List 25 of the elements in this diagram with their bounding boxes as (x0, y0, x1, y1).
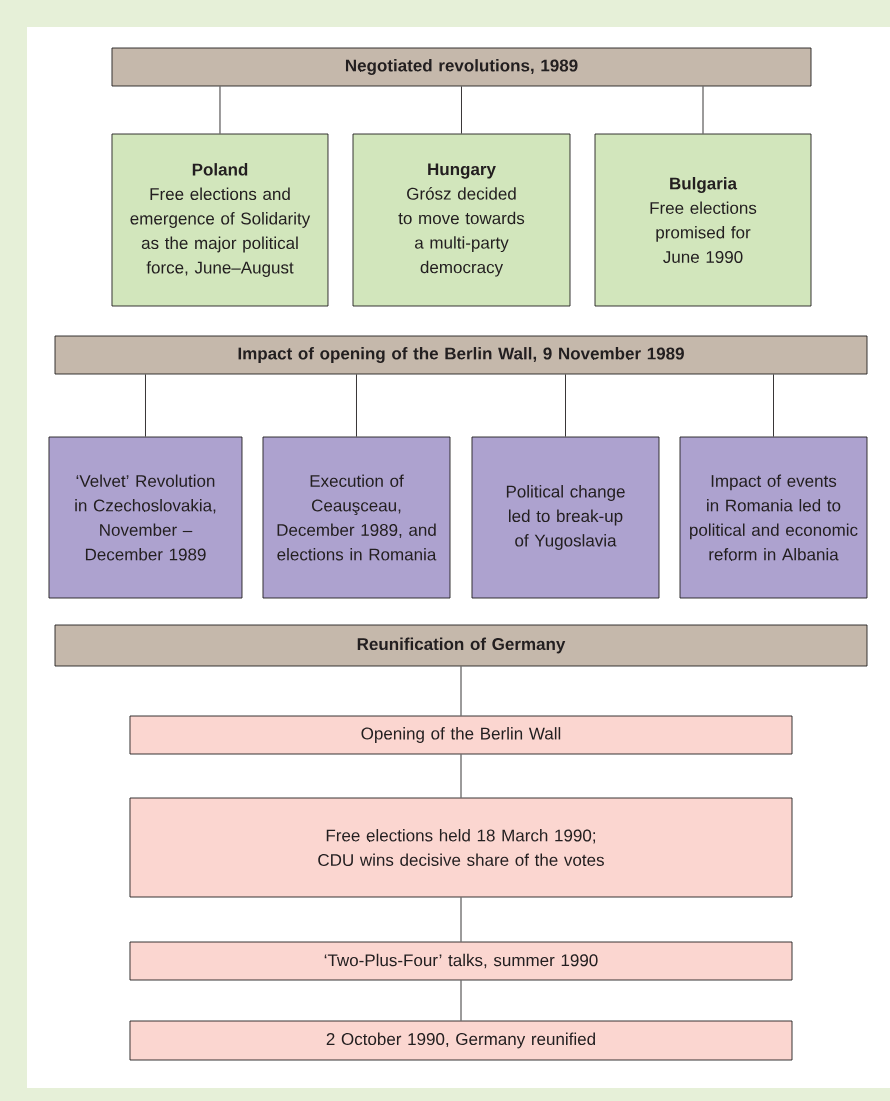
heading-bar: Reunification of Germany (54, 624, 868, 667)
connector-line (460, 897, 462, 942)
event-box: Bulgaria Free elections promised for June 1990 (594, 133, 812, 307)
timeline-box: 2 October 1990, Germany reunified (129, 1020, 793, 1061)
connector-line (565, 374, 566, 437)
event-box: Hungary Grósz decided to move towards a multi-party democracy (352, 133, 571, 307)
connector-line (460, 666, 462, 716)
connector-line (702, 86, 704, 134)
heading-bar: Negotiated revolutions, 1989 (111, 47, 812, 87)
heading-bar: Impact of opening of the Berlin Wall, 9 November 1989 (54, 335, 868, 375)
event-box: Impact of events in Romania led to political and economic reform in Albania (679, 436, 868, 599)
connector-line (773, 374, 774, 437)
event-box: Execution of Ceauşceau, December 1989, and elections in Romania (262, 436, 451, 599)
connector-line (356, 374, 357, 437)
event-box: Poland Free elections and emergence of Solidarity as the major political force, June–August (111, 133, 329, 307)
timeline-box: ‘Two-Plus-Four’ talks, summer 1990 (129, 941, 793, 981)
connector-line (460, 754, 462, 798)
timeline-box: Opening of the Berlin Wall (129, 715, 793, 755)
connector-line (219, 86, 221, 134)
connector-line (145, 374, 146, 437)
event-box: ‘Velvet’ Revolution in Czechoslovakia, November –December 1989 (48, 436, 243, 599)
event-box: Political change led to break-up of Yugoslavia (471, 436, 660, 599)
connector-line (461, 86, 462, 134)
connector-line (460, 980, 462, 1021)
timeline-box: Free elections held 18 March 1990; CDU wins decisive share of the votes (129, 797, 793, 898)
